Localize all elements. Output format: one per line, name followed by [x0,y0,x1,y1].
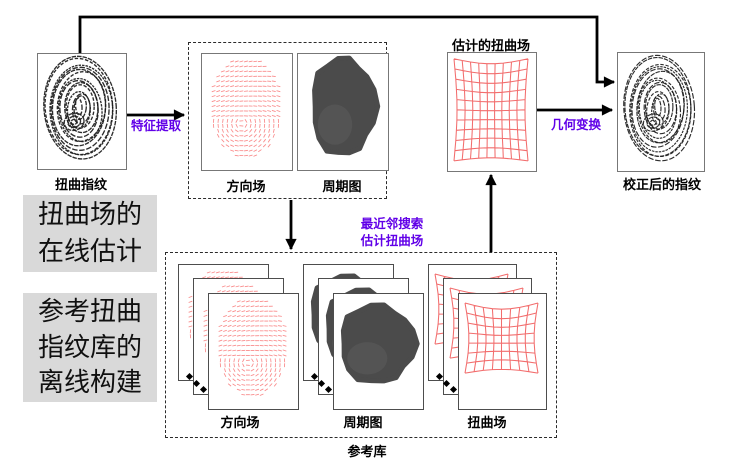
stack-card [458,293,547,410]
reference-library-label: 参考库 [347,444,387,459]
distorted-fingerprint-label: 扭曲指纹 [54,177,107,192]
period-map-label: 周期图 [322,179,362,194]
feature-extraction-label: 特征提取 [130,119,181,133]
ref-period-map-label: 周期图 [343,415,383,430]
online-estimation-line2: 在线估计 [37,236,142,266]
fingerprint-graphic [43,55,118,160]
nn-search-label: 最近邻搜索 估计扭曲场 [322,216,462,249]
offline-construction-line3: 离线构建 [37,367,142,397]
corrected-fingerprint-label: 校正后的指纹 [622,177,701,192]
orientation-field-stack [178,264,300,410]
offline-construction-line1: 参考扭曲 [37,296,142,326]
stack-card [208,293,299,410]
corrected-fingerprint-image [617,52,705,172]
nn-search-line2: 估计扭曲场 [360,233,424,248]
distortion-field-graphic [464,302,539,374]
period-map-stack [303,264,425,410]
period-map-graphic [340,302,420,384]
bypass-top-arrow [78,15,616,88]
nn-search-line1: 最近邻搜索 [360,217,424,231]
orientation-field-graphic [211,60,281,157]
period-map-graphic [312,55,381,156]
distorted-fingerprint-image [37,53,127,170]
distortion-field-stack [428,264,550,410]
online-estimation-box: 扭曲场的 在线估计 [23,195,157,272]
offline-construction-line2: 指纹库的 [37,331,142,362]
ref-orientation-field-label: 方向场 [220,415,260,430]
online-estimation-line1: 扭曲场的 [37,199,142,229]
fingerprint-graphic [623,54,696,162]
period-map-image [297,53,389,171]
offline-construction-box: 参考扭曲 指纹库的 离线构建 [23,293,157,402]
orientation-field-graphic [218,300,287,396]
orientation-field-label: 方向场 [226,179,266,194]
ref-distortion-field-label: 扭曲场 [467,415,507,430]
estimated-field-image [447,52,537,172]
stack-card [333,293,424,410]
estimated-field-graphic [453,58,529,162]
orientation-field-image [201,53,293,171]
geometric-transform-label: 几何变换 [550,118,601,132]
reference-library-dashed-box [165,252,557,438]
estimated-field-title: 估计的扭曲场 [451,38,530,53]
